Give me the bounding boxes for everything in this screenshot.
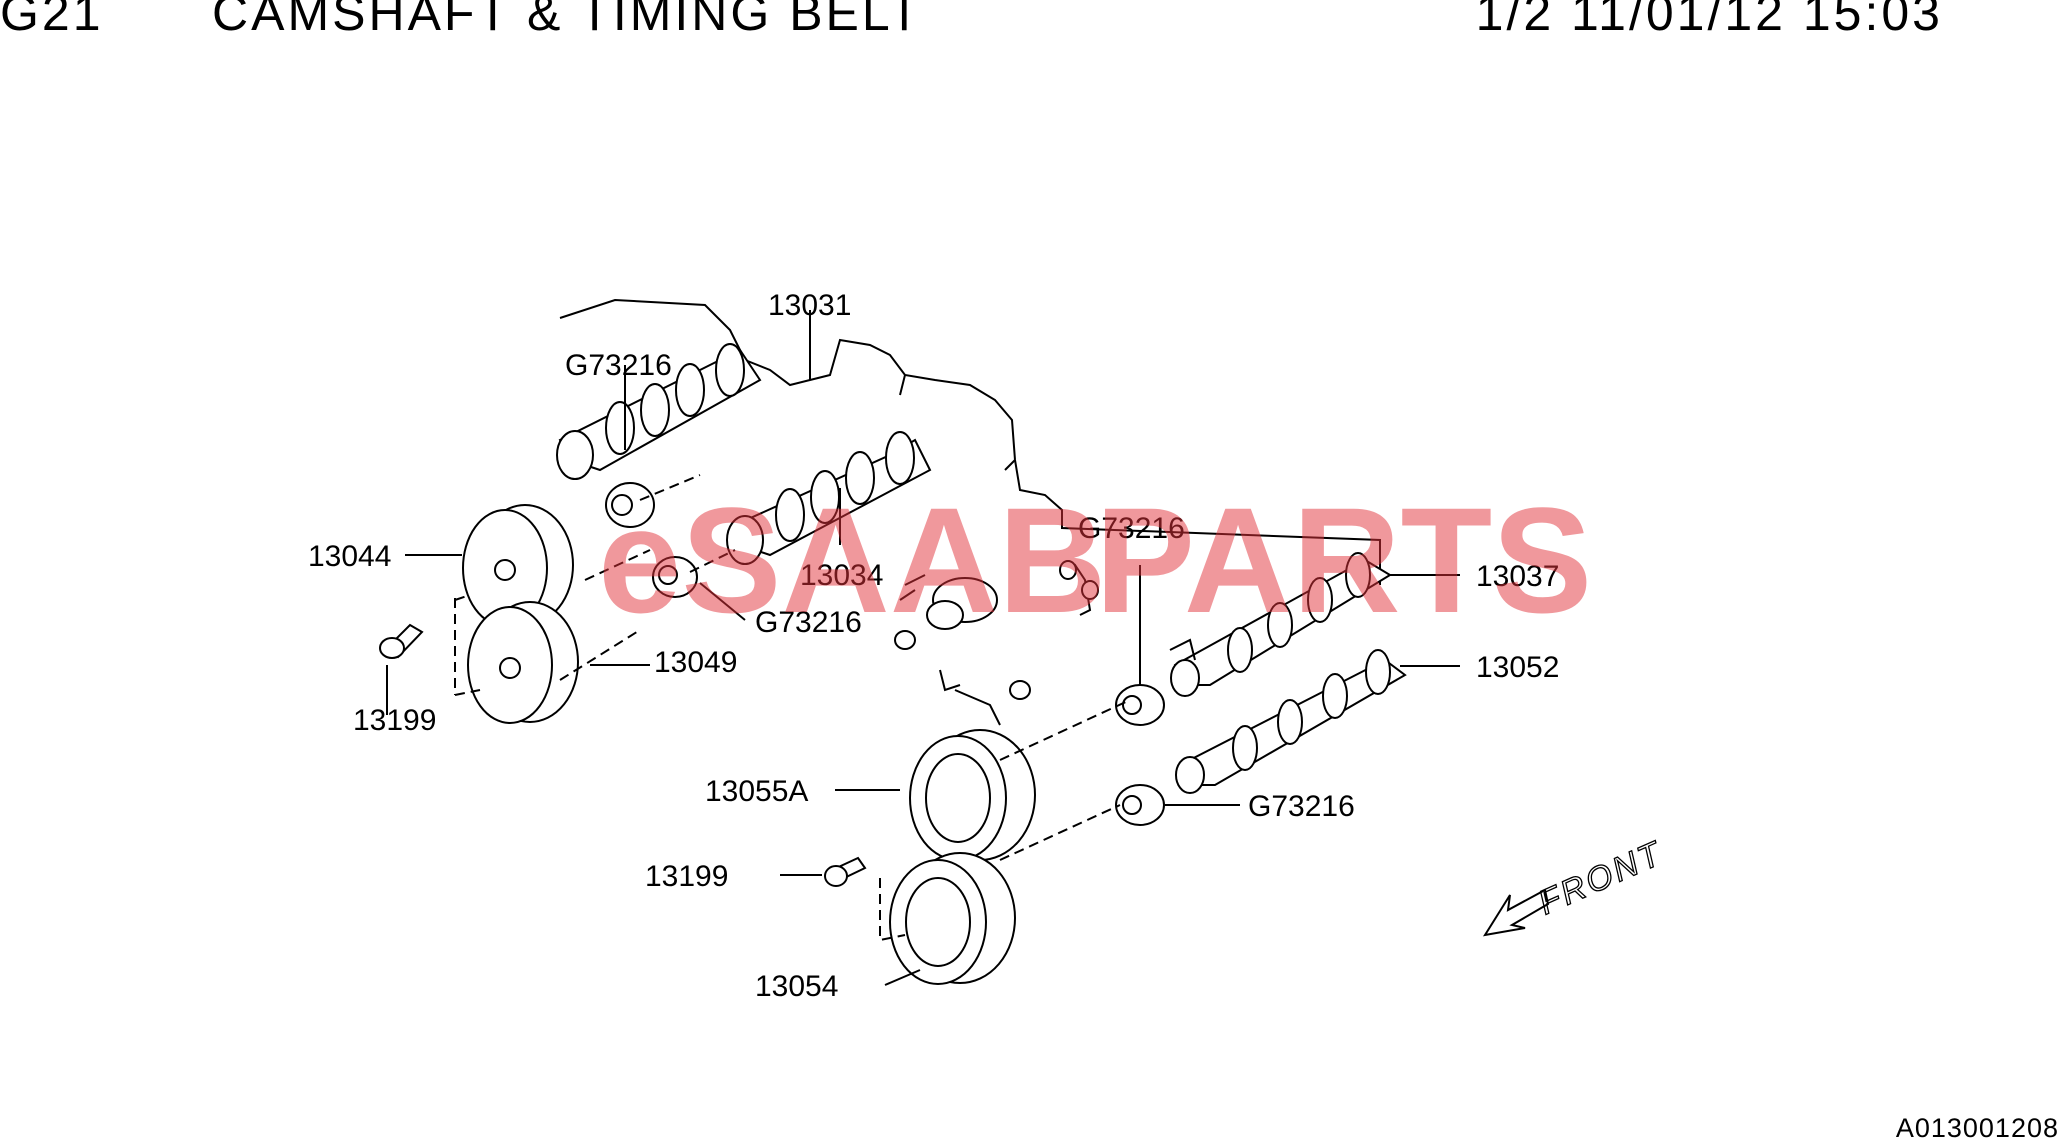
front-arrow-icon: [1482, 888, 1550, 937]
label-13054: 13054: [755, 970, 838, 1003]
watermark-right-text: PARTS: [1095, 476, 1592, 644]
bolt-13199-lower: [824, 856, 867, 887]
document-id: A013001208: [1895, 1113, 2059, 1143]
oil-seal-upper-left: [605, 482, 655, 528]
oil-seal-mid-right: [1115, 684, 1165, 726]
label-13044: 13044: [308, 540, 391, 573]
diagram-code: G21: [0, 0, 104, 41]
esaabparts-watermark: eSAAB PARTS: [598, 476, 1592, 644]
label-13034: 13034: [800, 559, 883, 592]
camshaft-13031: [556, 343, 762, 480]
bolt-13199-upper: [379, 623, 424, 659]
label-g73216-mid-left: G73216: [755, 606, 862, 639]
label-13037: 13037: [1476, 560, 1559, 593]
camshaft-13052: [1175, 649, 1407, 794]
label-13199-upper: 13199: [353, 704, 436, 737]
label-13049: 13049: [654, 646, 737, 679]
watermark-left-text: eSAAB: [598, 476, 1106, 644]
label-g73216-mid-right: G73216: [1078, 512, 1185, 545]
page-info: 1/2 11/01/12 15:03: [1475, 0, 1943, 41]
sprocket-13055a: [909, 729, 1036, 861]
oil-seal-lower-right: [1115, 784, 1165, 826]
label-g73216-lower-right: G73216: [1248, 790, 1355, 823]
sprocket-13044: [462, 504, 574, 627]
oil-seal-mid-left: [652, 556, 698, 598]
label-13052: 13052: [1476, 651, 1559, 684]
label-13199-lower: 13199: [645, 860, 728, 893]
label-13055a: 13055A: [705, 775, 808, 808]
front-label: FRONT: [1533, 834, 1669, 922]
label-g73216-upper-left: G73216: [565, 349, 672, 382]
camshaft-13034: [726, 431, 932, 565]
sprocket-13054: [889, 852, 1016, 985]
sprocket-13049: [467, 601, 579, 724]
camshaft-13037: [1169, 552, 1392, 697]
middle-small-parts: [894, 560, 1099, 726]
diagram-title: CAMSHAFT & TIMING BELT: [212, 0, 923, 41]
label-13031: 13031: [768, 289, 851, 322]
